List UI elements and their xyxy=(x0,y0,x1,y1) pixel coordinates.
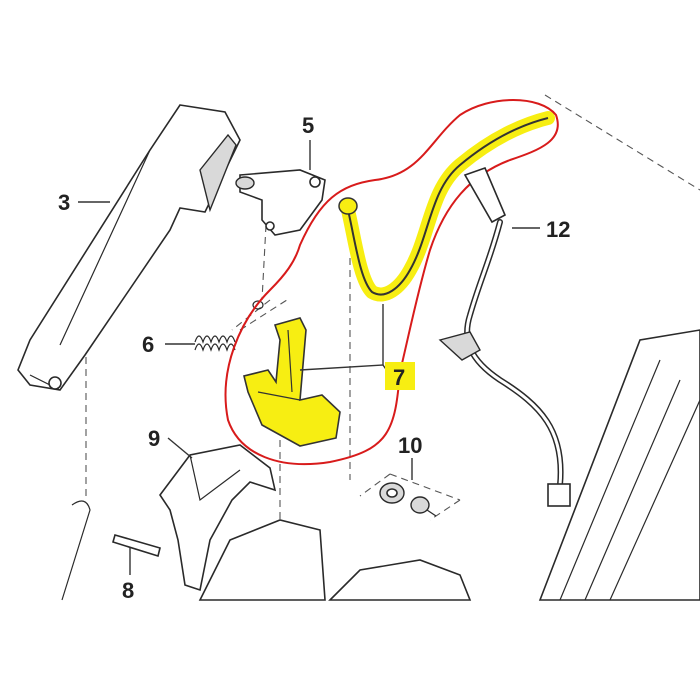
callout-8: 8 xyxy=(122,578,134,603)
callout-7-highlight xyxy=(385,362,415,390)
callout-7: 7 xyxy=(393,365,405,390)
callout-5: 5 xyxy=(302,113,314,138)
callout-12: 12 xyxy=(546,217,570,242)
part-10-bushings xyxy=(379,482,437,517)
part-3-handle xyxy=(17,104,241,391)
part-hook-pin xyxy=(61,500,91,601)
housing xyxy=(198,329,700,601)
part-7-cable-lever xyxy=(243,111,555,447)
part-8-pin xyxy=(112,534,161,558)
part-5-bracket xyxy=(235,169,326,236)
callout-9: 9 xyxy=(148,426,160,451)
callout-10: 10 xyxy=(398,433,422,458)
part-6-spring xyxy=(194,300,264,352)
highlight-outline xyxy=(224,99,559,466)
callout-3: 3 xyxy=(58,190,70,215)
part-9-trigger xyxy=(159,444,277,592)
callout-6: 6 xyxy=(142,332,154,357)
part-12-cable xyxy=(438,166,571,507)
